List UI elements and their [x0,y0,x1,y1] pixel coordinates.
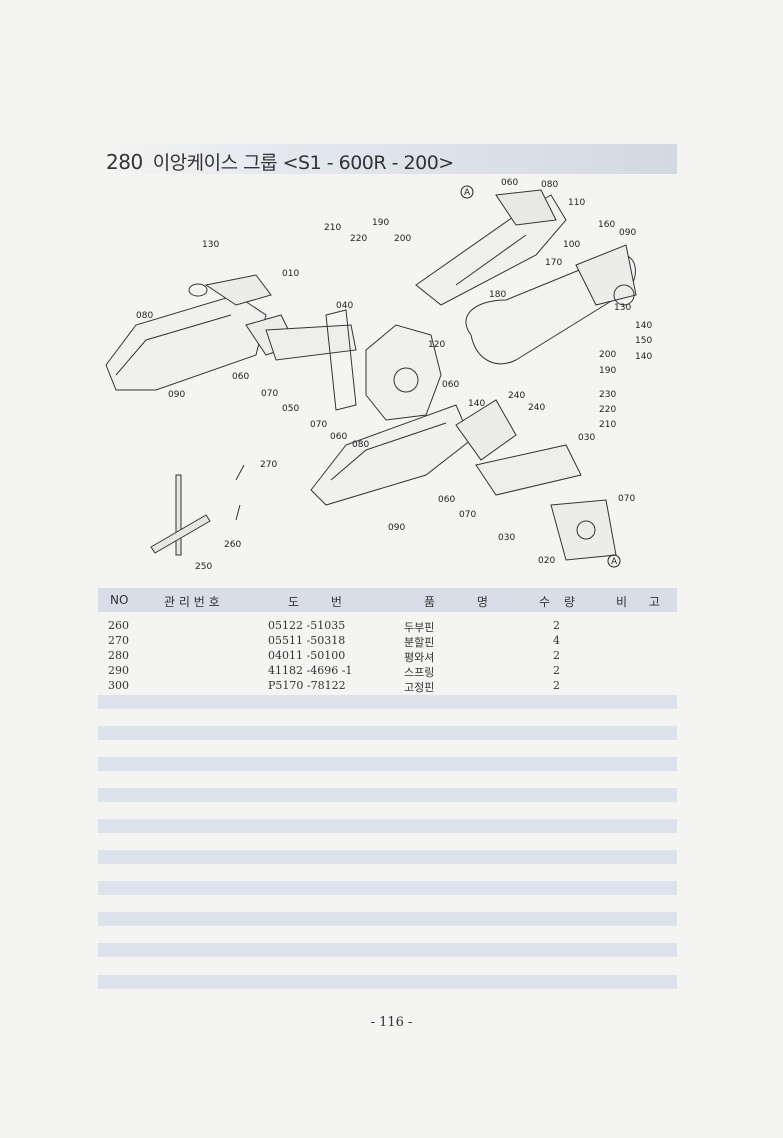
svg-text:060: 060 [442,380,459,390]
svg-text:250: 250 [195,562,212,572]
svg-text:090: 090 [168,390,185,400]
svg-text:260: 260 [224,540,241,550]
svg-text:120: 120 [428,340,445,350]
title-bar [100,144,677,174]
row-300-no: 300 [108,679,129,692]
svg-text:060: 060 [438,495,455,505]
row-300-name: 고정핀 [404,681,435,694]
row-280-name: 평와셔 [404,651,435,664]
svg-text:090: 090 [388,523,405,533]
svg-text:040: 040 [336,301,353,311]
svg-text:070: 070 [459,510,476,520]
table-stripe [98,850,677,864]
table-stripe [98,788,677,802]
svg-text:170: 170 [545,258,562,268]
svg-text:130: 130 [614,303,631,313]
col-header-part: 도 번 [288,595,342,609]
row-260-name: 두부핀 [404,621,435,634]
exploded-parts-diagram: 060 080 110 160 090 210 190 220 200 100 … [105,178,652,572]
ref-marker-a-bottom: A [611,557,618,567]
svg-text:030: 030 [498,533,515,543]
table-stripe [98,695,677,709]
table-stripe [98,975,677,989]
group-title: 이앙케이스 그룹 <S1 - 600R - 200> [152,152,455,174]
col-header-no: NO [110,593,129,607]
svg-text:100: 100 [563,240,580,250]
table-stripe [98,757,677,771]
row-270-name: 분할핀 [404,636,435,649]
svg-text:160: 160 [598,220,615,230]
row-290-no: 290 [108,664,129,677]
row-280-qty: 2 [553,649,560,662]
svg-text:210: 210 [324,223,341,233]
svg-text:020: 020 [538,556,555,566]
table-header [98,588,677,612]
col-header-note: 비 고 [616,595,660,609]
table-stripe [98,819,677,833]
row-290-part: 41182 -4696 -1 [268,664,353,677]
row-300-part: P5170 -78122 [268,679,346,692]
row-260-qty: 2 [553,619,560,632]
svg-text:190: 190 [372,218,389,228]
svg-text:070: 070 [618,494,635,504]
svg-text:080: 080 [541,180,558,190]
svg-text:230: 230 [599,390,616,400]
col-header-mgmt: 관 리 번 호 [164,595,220,609]
table-stripe [98,912,677,926]
svg-text:270: 270 [260,460,277,470]
col-header-qty: 수 량 [539,595,575,609]
svg-text:110: 110 [568,198,585,208]
row-300-qty: 2 [553,679,560,692]
svg-text:150: 150 [635,336,652,346]
table-stripe [98,881,677,895]
ref-marker-a-top: A [464,188,471,198]
svg-text:140: 140 [635,352,652,362]
col-header-name: 품 명 [424,595,488,609]
row-260-no: 260 [108,619,129,632]
row-260-part: 05122 -51035 [268,619,346,632]
svg-text:210: 210 [599,420,616,430]
row-280-no: 280 [108,649,129,662]
svg-text:050: 050 [282,404,299,414]
row-270-part: 05511 -50318 [268,634,346,647]
svg-text:220: 220 [599,405,616,415]
svg-text:140: 140 [468,399,485,409]
svg-text:070: 070 [310,420,327,430]
group-number: 280 [106,150,143,174]
svg-text:070: 070 [261,389,278,399]
svg-text:060: 060 [232,372,249,382]
row-280-part: 04011 -50100 [268,649,346,662]
svg-text:190: 190 [599,366,616,376]
svg-text:240: 240 [508,391,525,401]
page-number: - 116 - [370,1015,413,1030]
svg-text:200: 200 [394,234,411,244]
row-270-no: 270 [108,634,129,647]
svg-text:090: 090 [619,228,636,238]
svg-text:060: 060 [330,432,347,442]
svg-text:180: 180 [489,290,506,300]
svg-text:060: 060 [501,178,518,188]
svg-text:140: 140 [635,321,652,331]
page-title: 280 이앙케이스 그룹 <S1 - 600R - 200> [106,148,454,175]
svg-text:010: 010 [282,269,299,279]
svg-text:200: 200 [599,350,616,360]
svg-text:220: 220 [350,234,367,244]
row-290-name: 스프링 [404,666,435,679]
svg-text:080: 080 [136,311,153,321]
table-stripe [98,726,677,740]
svg-text:130: 130 [202,240,219,250]
table-stripe [98,943,677,957]
svg-text:240: 240 [528,403,545,413]
row-270-qty: 4 [553,634,560,647]
svg-text:030: 030 [578,433,595,443]
row-290-qty: 2 [553,664,560,677]
svg-text:080: 080 [352,440,369,450]
